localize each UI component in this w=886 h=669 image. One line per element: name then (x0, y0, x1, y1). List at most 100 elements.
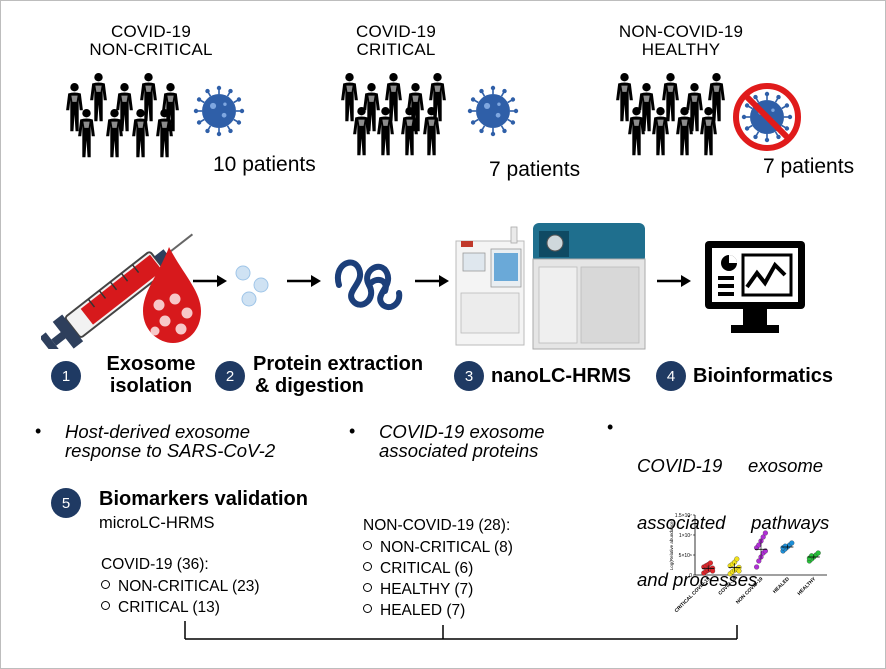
person-silhouette-icon (116, 83, 133, 132)
step-label-protein-extraction: Protein extraction & digestion (253, 353, 423, 397)
chart-point (710, 568, 716, 574)
group-title-line1: COVID-19 (355, 22, 436, 41)
people-group-noncovid-healthy (616, 73, 725, 156)
bullet-line2: associated proteins (379, 440, 539, 461)
list-item-label: HEALTHY (7) (380, 581, 474, 598)
step-label-exosome-isolation: Exosome isolation (99, 353, 203, 397)
grouping-bracket (184, 621, 738, 640)
bullet-text-host-response: Host-derived exosome response to SARS-Co… (65, 422, 275, 460)
bullet-text-associated-proteins: COVID-19 exosome associated proteins (379, 422, 545, 460)
people-group-covid-critical (341, 73, 446, 156)
list-item: CRITICAL (13) (101, 599, 220, 617)
list-item-label: CRITICAL (6) (380, 560, 474, 577)
list-item: HEALTHY (7) (363, 581, 473, 599)
chart-point (734, 556, 740, 562)
group-title-line2: CRITICAL (356, 40, 436, 59)
bullet-line2: response to SARS-CoV-2 (65, 440, 276, 461)
group-title-covid-critical: COVID-19 CRITICAL (301, 23, 491, 59)
step-number-badge: 1 (51, 361, 81, 391)
chart-y-tick-label: 1.5×10⁷ (675, 513, 692, 519)
person-silhouette-icon (676, 107, 693, 156)
arrow-right-icon (287, 275, 321, 287)
chart-point (707, 560, 713, 566)
chart-point (782, 543, 788, 549)
step-label-line1: Exosome (106, 353, 196, 375)
arrow-right-icon (415, 275, 449, 287)
person-silhouette-icon (423, 107, 440, 156)
exosome-vesicles-icon (235, 265, 269, 307)
person-silhouette-icon (106, 109, 123, 158)
step-label-line2: isolation (109, 375, 193, 397)
chart-y-tick-label: 5×10⁶ (679, 553, 692, 559)
chart-y-tick-label: 0 (689, 573, 692, 579)
step-label-line1: Protein extraction (253, 353, 424, 375)
validation-method: microLC-HRMS (99, 514, 215, 532)
person-silhouette-icon (628, 107, 645, 156)
virus-icon (467, 85, 519, 137)
person-silhouette-icon (652, 107, 669, 156)
person-silhouette-icon (700, 107, 717, 156)
no-virus-icon (733, 83, 801, 151)
group-title-line2: HEALTHY (641, 40, 721, 59)
list-item: NON-CRITICAL (8) (363, 539, 513, 557)
step-number-badge: 4 (656, 361, 686, 391)
person-silhouette-icon (708, 73, 725, 122)
chart-point (756, 558, 762, 564)
person-silhouette-icon (616, 73, 633, 122)
chart-point (809, 553, 815, 559)
bullet-marker: • (349, 421, 356, 441)
protein-chain-icon (334, 259, 403, 311)
group-title-line1: NON-COVID-19 (618, 22, 744, 41)
patients-count-covid-critical: 7 patients (489, 158, 581, 181)
bullet-line1: Host-derived exosome (65, 421, 251, 442)
chart-y-tick-label: 1×10⁷ (679, 533, 692, 539)
step-number-badge: 3 (454, 361, 484, 391)
nanolc-hrms-instrument-icon (455, 223, 646, 350)
arrow-right-icon (657, 275, 691, 287)
list-item-label: CRITICAL (13) (118, 599, 220, 616)
chart-point (762, 548, 768, 554)
step-number-badge: 2 (215, 361, 245, 391)
list-item: HEALED (7) (363, 602, 465, 620)
syringe-blood-icon (41, 233, 201, 349)
person-silhouette-icon (686, 83, 703, 132)
chart-x-tick-label: NON COVID-19 (735, 576, 765, 606)
chart-x-tick-label: CRITICAL COVID-19 (674, 576, 712, 614)
patients-count-noncovid-healthy: 7 patients (763, 155, 855, 178)
group-title-covid-noncritical: COVID-19 NON-CRITICAL (51, 23, 251, 59)
chart-point (760, 534, 766, 540)
list-item: NON-CRITICAL (23) (101, 578, 260, 596)
people-group-covid-noncritical (66, 73, 179, 158)
validation-title: Biomarkers validation (99, 488, 308, 510)
person-silhouette-icon (132, 109, 149, 158)
list-item-label: NON-CRITICAL (23) (118, 578, 260, 595)
monitor-analytics-icon (705, 241, 805, 333)
person-silhouette-icon (90, 73, 107, 122)
arrow-right-icon (193, 275, 227, 287)
step-number-badge: 5 (51, 488, 81, 518)
noncovid-list-heading: NON-COVID-19 (28): (363, 517, 511, 534)
chart-y-axis-label: Log(Relative abundance) (669, 519, 674, 570)
person-silhouette-icon (341, 73, 358, 122)
chart-x-tick-label: HEALED (772, 576, 791, 595)
list-item-label: HEALED (7) (380, 602, 466, 619)
person-silhouette-icon (78, 109, 95, 158)
person-silhouette-icon (662, 73, 679, 122)
person-silhouette-icon (156, 109, 173, 158)
bullet-line1: COVID-19 exosome (379, 421, 545, 442)
chart-point (736, 568, 742, 574)
step-label-nanolc-hrms: nanoLC-HRMS (491, 365, 631, 387)
chart-x-tick-label: COVID-19 (717, 576, 738, 597)
step-label-bioinformatics: Bioinformatics (693, 365, 834, 387)
group-title-line2: NON-CRITICAL (89, 40, 213, 59)
covid-list-heading: COVID-19 (36): (101, 556, 209, 573)
virus-icon (193, 85, 245, 137)
bullet-marker: • (35, 421, 42, 441)
bullet-line2: associated pathways (637, 512, 830, 533)
chart-point (815, 550, 821, 556)
person-silhouette-icon (66, 83, 83, 132)
chart-point (762, 530, 768, 536)
person-silhouette-icon (638, 83, 655, 132)
chart-point (754, 564, 760, 570)
